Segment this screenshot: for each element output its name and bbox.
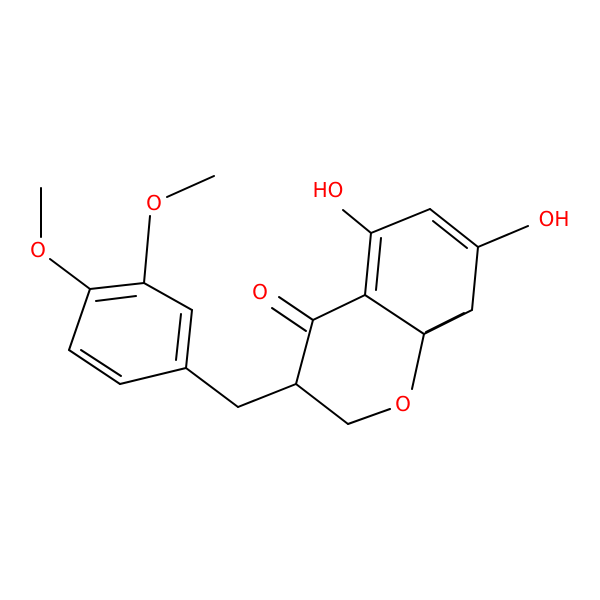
bond xyxy=(80,349,122,377)
benzyl-linker xyxy=(185,367,297,408)
hydroxyl-bonds xyxy=(342,209,529,248)
bond xyxy=(119,367,187,385)
ring-oxygen-label: O xyxy=(395,392,411,416)
bond xyxy=(364,294,425,335)
atom-labels: HO OH O O O O xyxy=(30,178,569,416)
bond xyxy=(364,232,372,296)
bond xyxy=(95,295,137,302)
bond xyxy=(143,282,193,311)
bond xyxy=(425,312,465,333)
bond xyxy=(432,220,468,249)
bond xyxy=(295,383,349,425)
bond xyxy=(429,208,479,248)
bond xyxy=(237,383,297,408)
hydroxyl-label-top: HO xyxy=(313,178,344,202)
bond xyxy=(143,215,151,284)
dimethoxyphenyl-ring xyxy=(68,282,193,385)
bond xyxy=(295,319,314,385)
bond xyxy=(312,294,366,321)
bond xyxy=(68,288,91,351)
bond xyxy=(342,209,372,234)
bond xyxy=(477,225,529,248)
hydroxyl-label-right: OH xyxy=(539,207,570,231)
bond xyxy=(166,175,215,198)
carbonyl-oxygen-label: O xyxy=(252,280,268,304)
bond xyxy=(347,408,391,425)
bond xyxy=(175,313,182,361)
bond xyxy=(271,307,307,332)
bond xyxy=(375,237,382,291)
chromanone-ring xyxy=(271,294,425,425)
bond xyxy=(185,309,193,369)
bond xyxy=(185,367,239,408)
bond xyxy=(411,333,425,390)
bond xyxy=(370,208,431,234)
bond xyxy=(68,349,121,385)
bond xyxy=(278,296,314,321)
bond xyxy=(471,246,479,311)
resorcinol-ring xyxy=(364,208,479,335)
methoxy-groups xyxy=(40,175,215,290)
bond xyxy=(49,258,91,290)
methoxy-oxygen-label-upper: O xyxy=(146,191,162,215)
methoxy-oxygen-label-left: O xyxy=(30,238,46,262)
bond xyxy=(89,282,145,290)
